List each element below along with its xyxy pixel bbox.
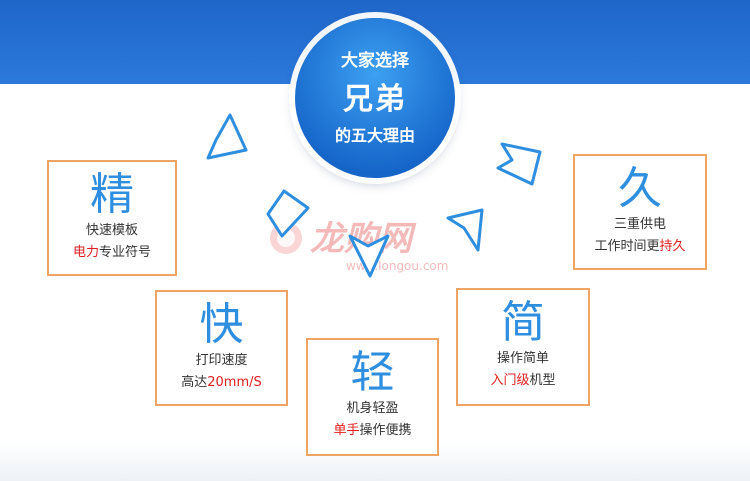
card-char: 轻 [350,347,395,398]
arrow-icon [266,189,310,238]
card-line1: 机身轻盈 [346,401,399,416]
card-line2: 工作时间更持久 [594,239,686,254]
card-char: 快 [199,299,244,350]
arrow-icon [348,234,390,278]
card-line2: 单手操作便携 [333,423,412,438]
center-line2: 兄弟 [343,82,407,117]
arrow-icon [446,208,484,252]
card-light: 轻 机身轻盈 单手操作便携 [306,338,439,456]
card-line2: 高达20mm/S [181,375,262,390]
card-line2: 入门级机型 [490,373,556,388]
card-line1: 操作简单 [496,351,549,366]
card-line1: 打印速度 [195,353,248,368]
center-badge: 大家选择 兄弟 的五大理由 [295,18,455,178]
card-simple: 简 操作简单 入门级机型 [456,288,590,406]
arrow-icon [206,113,248,160]
card-fast: 快 打印速度 高达20mm/S [155,290,288,406]
card-precise: 精 快速模板 电力专业符号 [47,160,177,276]
card-line2: 电力专业符号 [72,245,152,260]
card-line1: 三重供电 [613,217,666,232]
center-line3: 的五大理由 [334,126,415,145]
center-line1: 大家选择 [341,51,409,71]
card-char: 精 [90,169,134,220]
arrow-icon [496,142,542,186]
card-char: 久 [618,163,662,214]
card-durable: 久 三重供电 工作时间更持久 [573,154,707,270]
card-char: 简 [501,297,545,348]
card-line1: 快速模板 [85,223,138,238]
